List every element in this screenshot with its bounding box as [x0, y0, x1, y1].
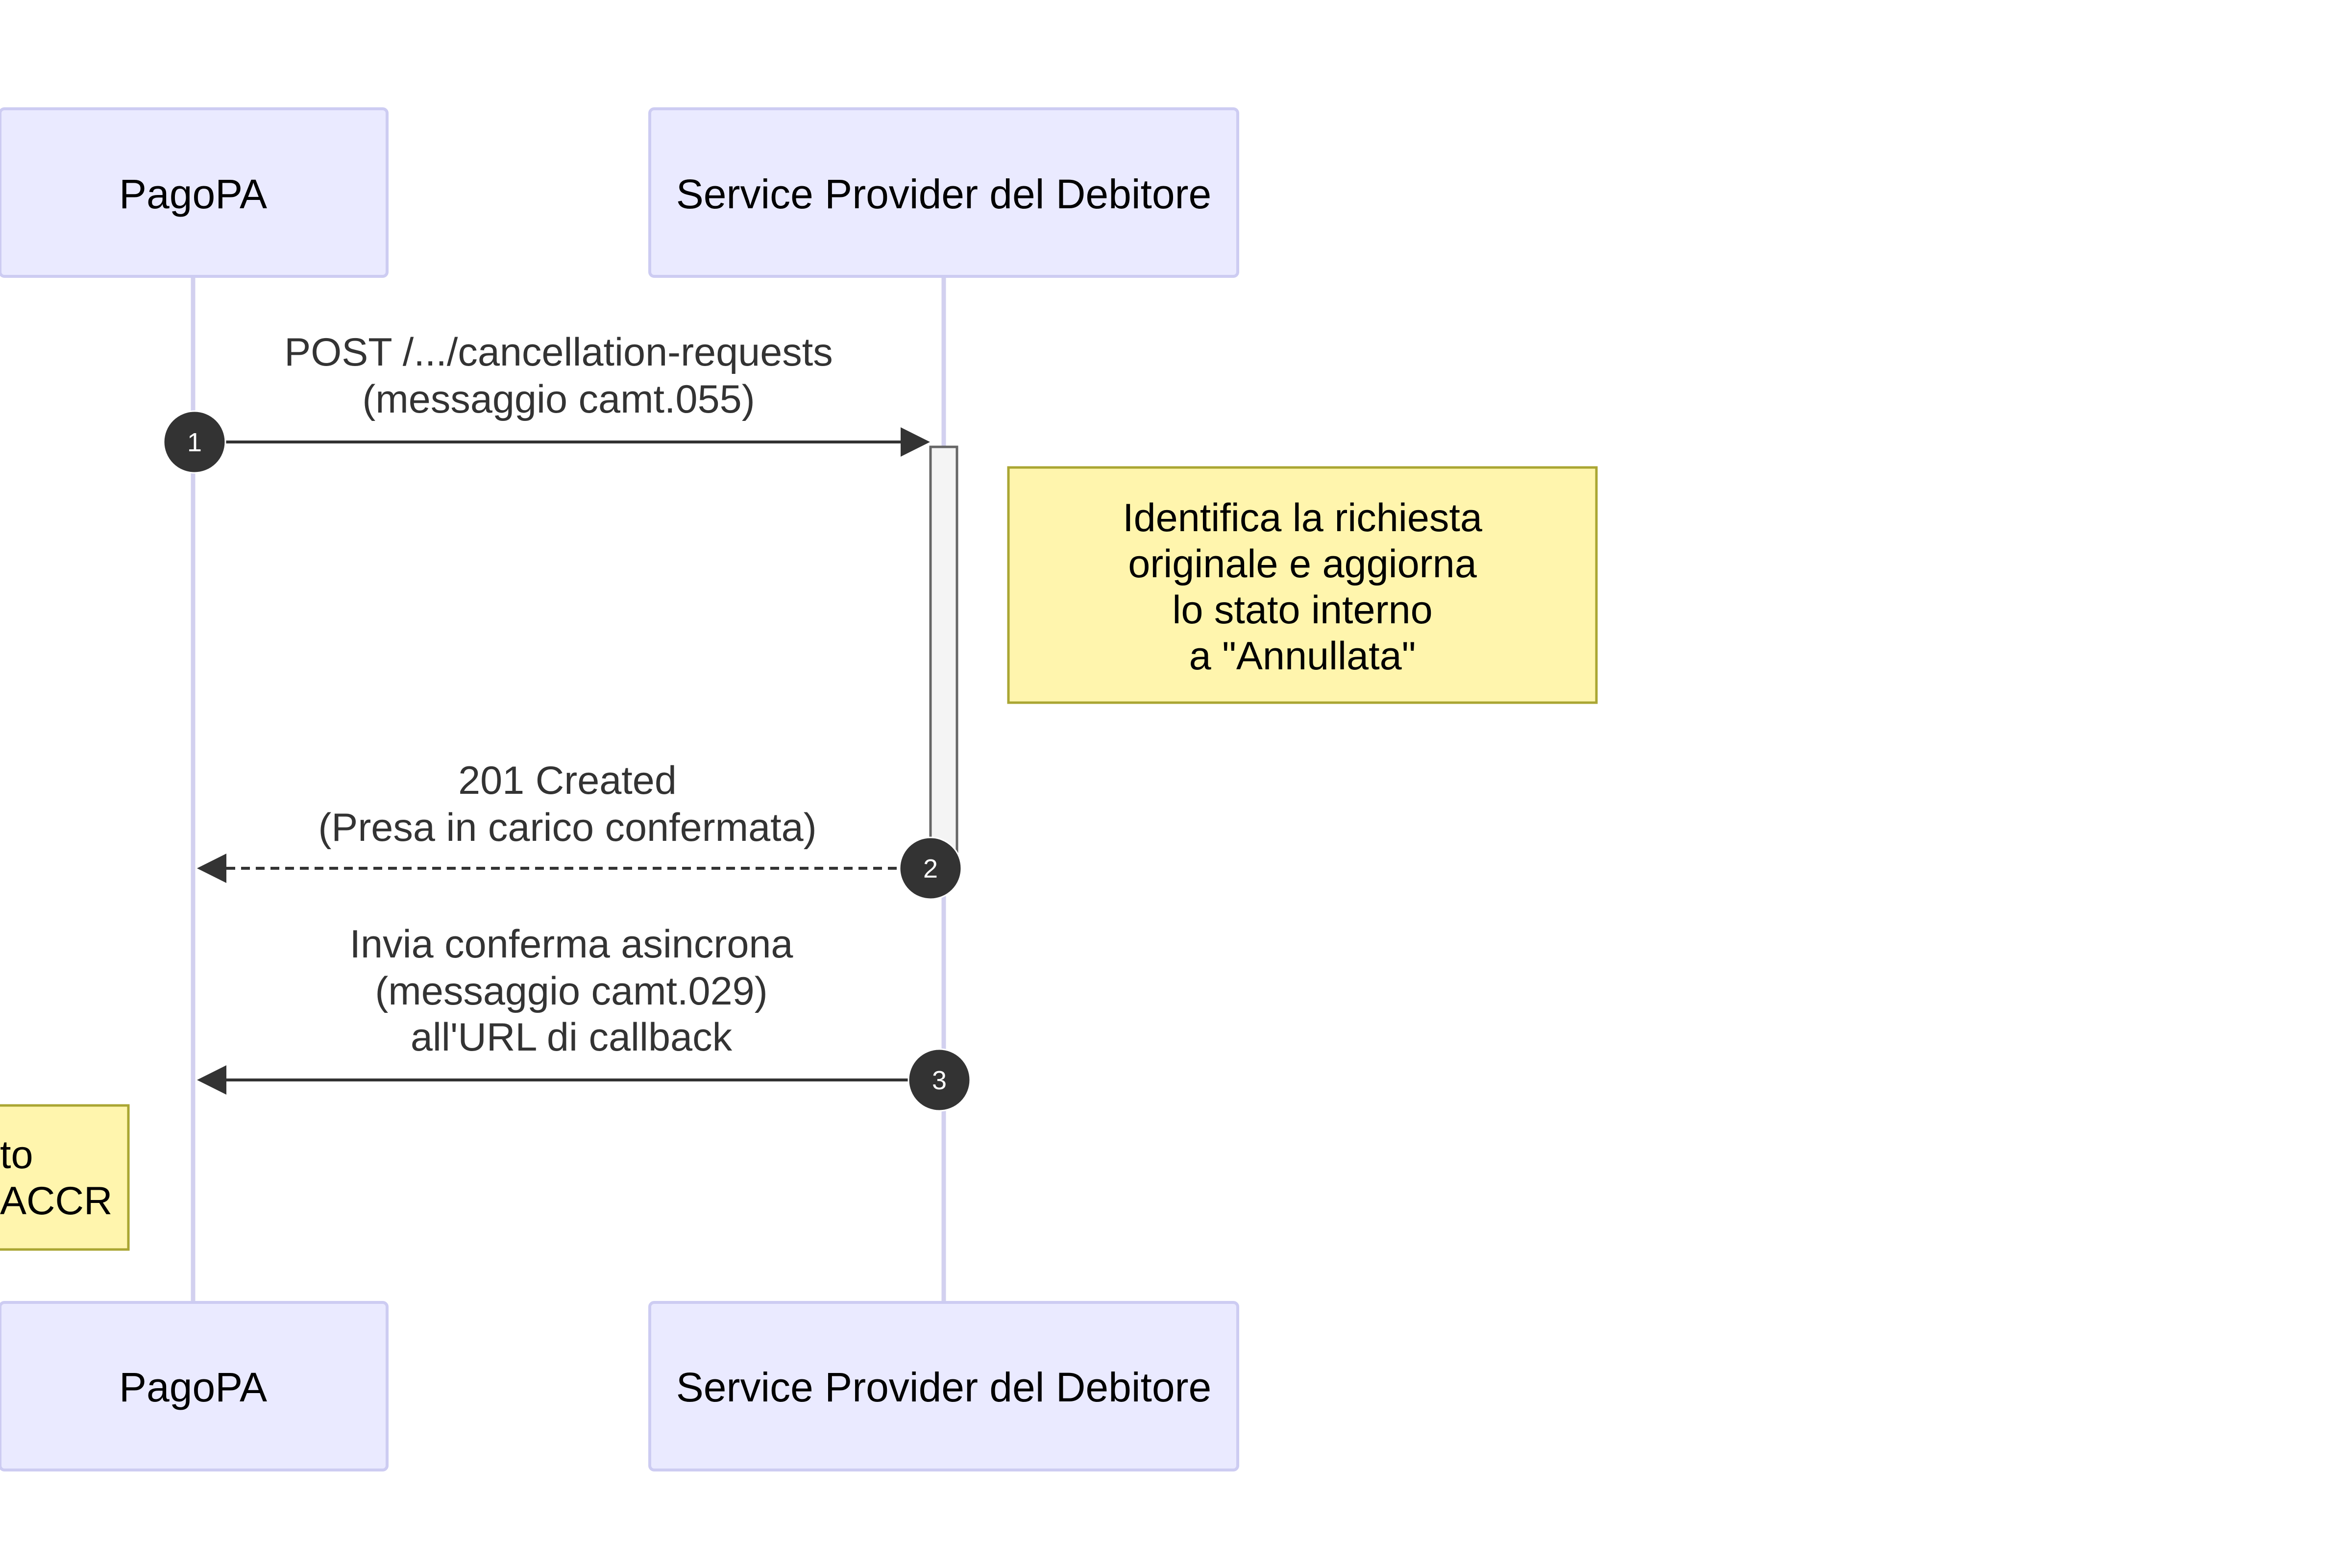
- sequence-number-badge: [907, 1048, 971, 1112]
- activation-bar: [929, 445, 958, 870]
- message-label-line: (messaggio camt.029): [375, 969, 767, 1013]
- actor-pagopa-bottom: PagoPA: [0, 1301, 389, 1471]
- sequence-number: 3: [932, 1066, 947, 1095]
- note-line: to: [0, 1133, 33, 1177]
- note-line: a "Annullata": [1189, 634, 1416, 678]
- message-1: POST /.../cancellation-requests (messagg…: [163, 330, 930, 474]
- message-label-line: (Presa in carico confermata): [318, 806, 816, 850]
- message-label-line: POST /.../cancellation-requests: [284, 330, 833, 374]
- note-line: lo stato interno: [1172, 588, 1432, 632]
- actor-label: PagoPA: [119, 171, 267, 217]
- actor-service-provider-top: Service Provider del Debitore: [648, 107, 1239, 278]
- message-label-line: all'URL di callback: [411, 1015, 733, 1059]
- note-line: Identifica la richiesta: [1123, 496, 1483, 540]
- sequence-number: 1: [187, 428, 202, 457]
- actor-label: Service Provider del Debitore: [676, 1364, 1212, 1410]
- actor-label: Service Provider del Debitore: [676, 171, 1212, 217]
- note-service-provider: Identifica la richiesta originale e aggi…: [1007, 466, 1598, 704]
- message-3: Invia conferma asincrona (messaggio camt…: [197, 922, 971, 1112]
- message-label-line: (messaggio camt.055): [362, 377, 755, 421]
- actor-pagopa-top: PagoPA: [0, 107, 389, 278]
- note-line: originale e aggiorna: [1128, 542, 1477, 586]
- note-line: ACCR: [0, 1179, 113, 1223]
- actor-service-provider-bottom: Service Provider del Debitore: [648, 1301, 1239, 1471]
- sequence-number-badge: [163, 410, 226, 474]
- message-2: 201 Created (Presa in carico confermata)…: [197, 759, 962, 900]
- actor-label: PagoPA: [119, 1364, 267, 1410]
- message-label-line: 201 Created: [458, 759, 677, 803]
- sequence-number: 2: [923, 854, 938, 883]
- note-pagopa-partial: to ACCR: [0, 1104, 130, 1251]
- message-label-line: Invia conferma asincrona: [350, 922, 794, 966]
- sequence-number-badge: [899, 836, 962, 900]
